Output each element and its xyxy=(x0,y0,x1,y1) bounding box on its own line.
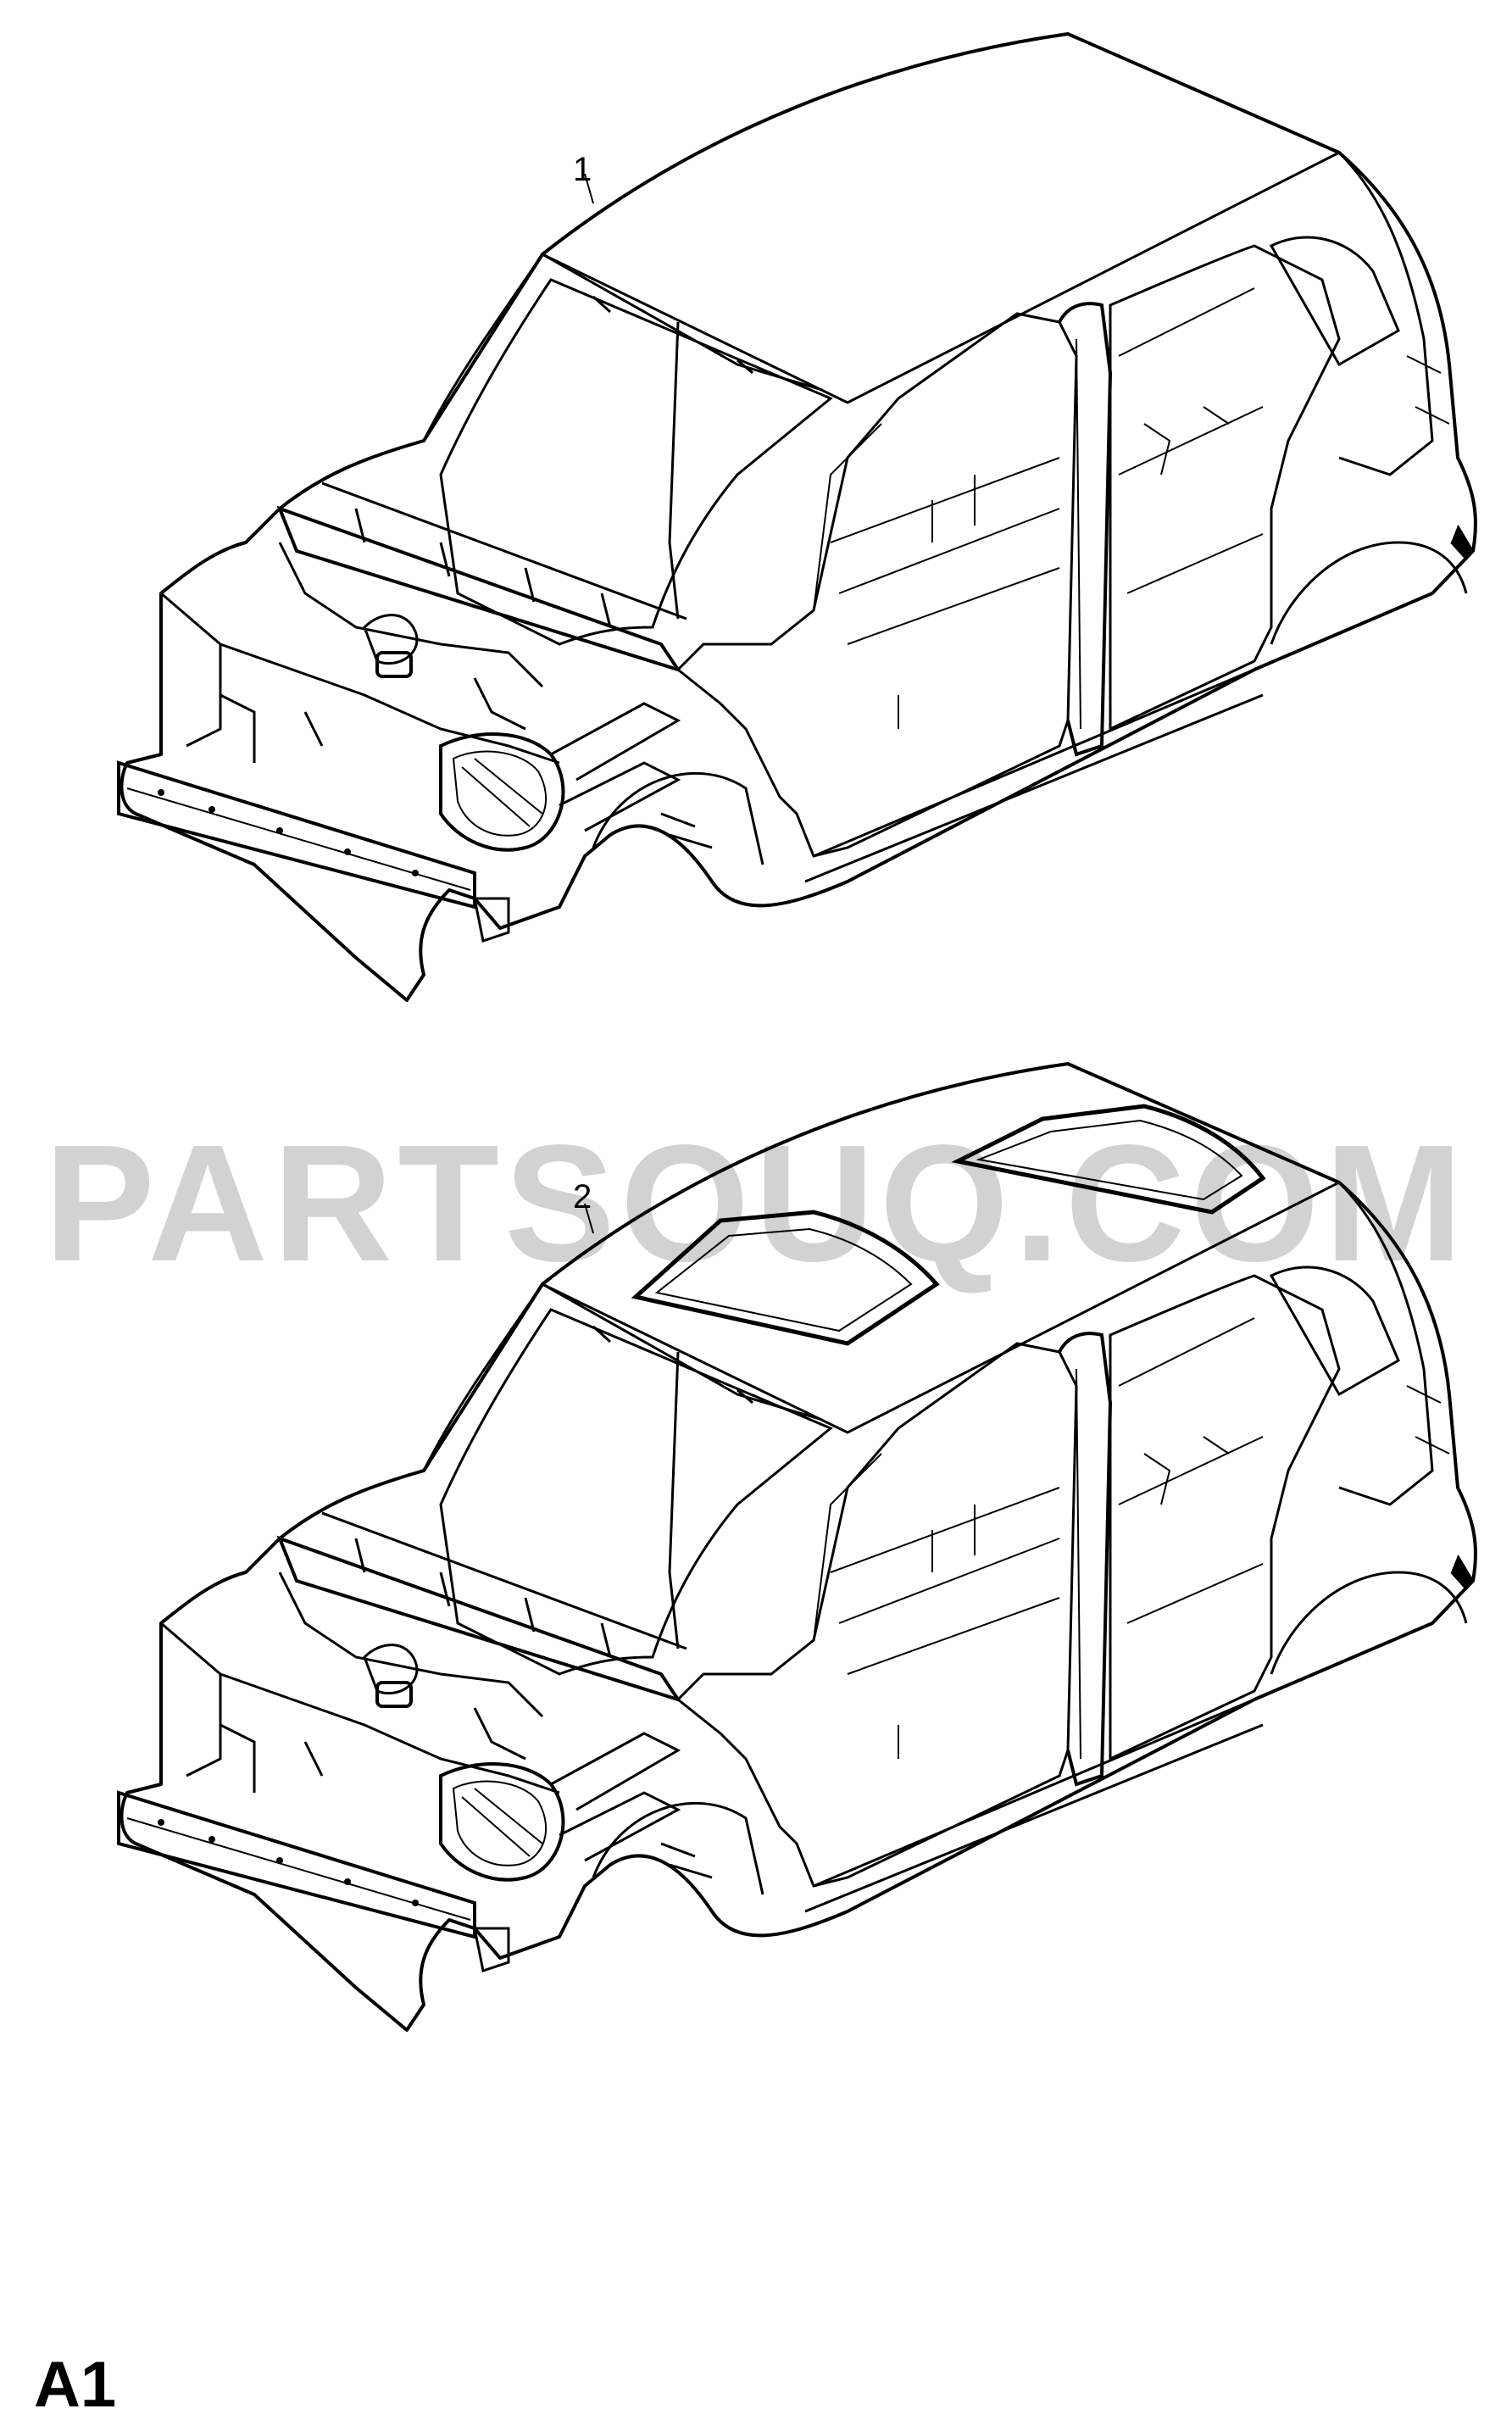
body-shell-drawing xyxy=(117,32,1477,1002)
rear-sunroof-opening xyxy=(951,1104,1266,1215)
callout-1: 1 xyxy=(573,151,592,188)
leader-line-1 xyxy=(584,173,594,204)
callout-2: 2 xyxy=(573,1178,592,1216)
sheet-id: A1 xyxy=(34,2349,117,2421)
body-shell-sunroof-drawing xyxy=(117,1062,1477,2032)
leader-line-2 xyxy=(584,1203,594,1234)
front-sunroof-opening xyxy=(631,1210,940,1346)
